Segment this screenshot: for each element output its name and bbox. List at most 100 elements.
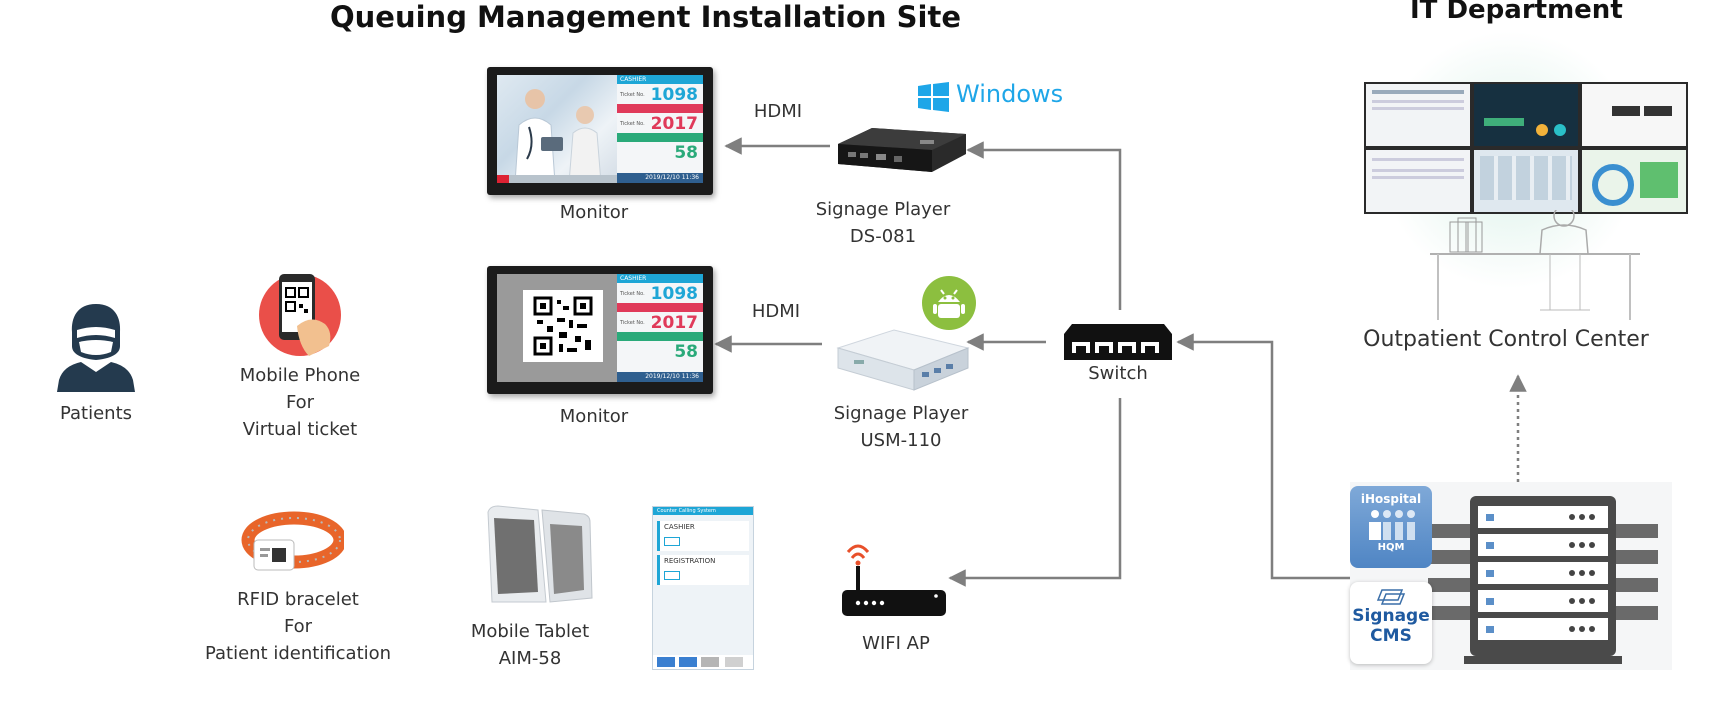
rfid-bracelet [238, 510, 347, 578]
tablet-app-header: Counter Calling System [653, 507, 753, 515]
signage-player-ds081 [832, 118, 972, 178]
other-row-2: 58 [617, 341, 703, 362]
other-row: 58 [617, 142, 703, 163]
tablet-label-line1: Mobile Tablet [470, 621, 590, 642]
mobile-label-line1: Mobile Phone [239, 365, 361, 386]
server-rack [1428, 496, 1658, 664]
windows-logo: Windows [918, 80, 1063, 114]
qr-area [497, 274, 617, 382]
tablet-app-footer [653, 655, 753, 669]
registration-row: Ticket No.2017 [620, 114, 698, 134]
hdmi-label-1: HDMI [753, 101, 803, 122]
android-badge [922, 276, 976, 330]
people-group-icon [1369, 510, 1415, 540]
ihospital-text: iHospital [1360, 492, 1422, 506]
tablet-device-icon [487, 505, 593, 603]
other-number: 58 [674, 143, 698, 163]
mobile-label-line2: For [285, 392, 315, 413]
mini-pc-icon [838, 128, 966, 172]
patients-label: Patients [59, 403, 133, 424]
cashier-number-2: 1098 [650, 284, 698, 304]
tablet-call-button-2[interactable] [664, 571, 680, 580]
wall-screen-3 [1580, 82, 1688, 148]
usm110-label: Signage Player USM-110 [826, 400, 976, 454]
usm110-label-line1: Signage Player [833, 403, 969, 424]
switch-label: Switch [1088, 363, 1148, 384]
control-center-label: Outpatient Control Center [1363, 327, 1649, 352]
registration-number: 2017 [650, 114, 698, 134]
registration-header-2 [617, 303, 703, 312]
cashier-header-2: CASHIER [617, 274, 703, 283]
monitor-1-label: Monitor [559, 202, 629, 223]
tablet-app-row-cashier: CASHIER [657, 521, 749, 551]
operator-desk [1430, 205, 1650, 320]
android-icon [933, 289, 965, 318]
monitor-1-screen: CASHIER Ticket No.1098 Ticket No.2017 58… [497, 75, 703, 183]
mobile-tablet-device [480, 502, 600, 608]
registration-header [617, 104, 703, 113]
cashier-row-2: Ticket No.1098 [620, 284, 698, 304]
tablet-footer-btn-1[interactable] [657, 657, 675, 667]
signage-cms-line1: Signage [1352, 606, 1430, 626]
other-header [617, 133, 703, 142]
red-ticker-strip [497, 175, 617, 183]
other-number-2: 58 [674, 342, 698, 362]
tablet-app-screen: Counter Calling System CASHIER REGISTRAT… [652, 506, 754, 670]
rfid-label-line3: Patient identification [204, 643, 392, 664]
tablet-call-button-1[interactable] [664, 537, 680, 546]
monitor-2-label: Monitor [559, 406, 629, 427]
tablet-footer-btn-2[interactable] [679, 657, 697, 667]
video-wall [1364, 82, 1688, 214]
windows-icon [918, 82, 949, 112]
registration-row-2: Ticket No.2017 [620, 313, 698, 333]
windows-text: Windows [956, 80, 1064, 108]
wifi-router-icon [842, 544, 946, 616]
registration-number-2: 2017 [650, 313, 698, 333]
cms-screens-icon [1376, 589, 1406, 605]
ds081-label: Signage Player DS-081 [808, 196, 958, 250]
wall-screen-4 [1364, 148, 1472, 214]
operator-desk-icon [1430, 205, 1640, 320]
signage-player-usm110 [834, 318, 974, 394]
rfid-bracelet-icon [241, 511, 347, 571]
datetime-footer-2: 2019/12/10 11:36 [617, 372, 703, 382]
server-rack-icon [1428, 496, 1658, 664]
it-department-title: IT Department [1410, 0, 1623, 25]
rfid-label: RFID bracelet For Patient identification [198, 586, 398, 667]
server-to-switch-arrow [1176, 333, 1350, 580]
cashier-number: 1098 [650, 85, 698, 105]
rfid-label-line1: RFID bracelet [237, 589, 359, 610]
wifi-ap [840, 536, 950, 620]
site-title: Queuing Management Installation Site [330, 0, 962, 34]
network-switch [1062, 322, 1174, 364]
other-header-2 [617, 332, 703, 341]
wifi-label: WIFI AP [862, 633, 930, 654]
switch-icon [1064, 324, 1172, 360]
tablet-footer-btn-4[interactable] [725, 657, 743, 667]
usm110-label-line2: USM-110 [860, 430, 942, 451]
hdmi-label-2: HDMI [751, 301, 801, 322]
doctor-illustration-icon [514, 89, 602, 183]
doctor-photo [497, 75, 617, 183]
wall-screen-6 [1580, 148, 1688, 214]
wall-screen-5 [1472, 148, 1580, 214]
ihospital-hqm-badge: iHospital HQM [1350, 486, 1432, 568]
tablet-footer-btn-3[interactable] [701, 657, 719, 667]
mobile-phone-label: Mobile Phone For Virtual ticket [228, 362, 372, 443]
cashier-row: Ticket No.1098 [620, 85, 698, 105]
rfid-label-line2: For [283, 616, 313, 637]
qr-code-icon [523, 290, 603, 362]
queue-panel-1: CASHIER Ticket No.1098 Ticket No.2017 58… [617, 75, 703, 183]
patient-figure [55, 302, 137, 392]
mobile-phone-badge [259, 274, 341, 356]
ds081-label-line2: DS-081 [849, 226, 917, 247]
monitor-2: CASHIER Ticket No.1098 Ticket No.2017 58… [487, 266, 713, 394]
ds081-label-line1: Signage Player [815, 199, 951, 220]
wall-screen-2 [1472, 82, 1580, 148]
queue-panel-2: CASHIER Ticket No.1098 Ticket No.2017 58… [617, 274, 703, 382]
wall-screen-1 [1364, 82, 1472, 148]
monitor-2-screen: CASHIER Ticket No.1098 Ticket No.2017 58… [497, 274, 703, 382]
datetime-footer: 2019/12/10 11:36 [617, 173, 703, 183]
box-pc-icon [836, 329, 970, 391]
